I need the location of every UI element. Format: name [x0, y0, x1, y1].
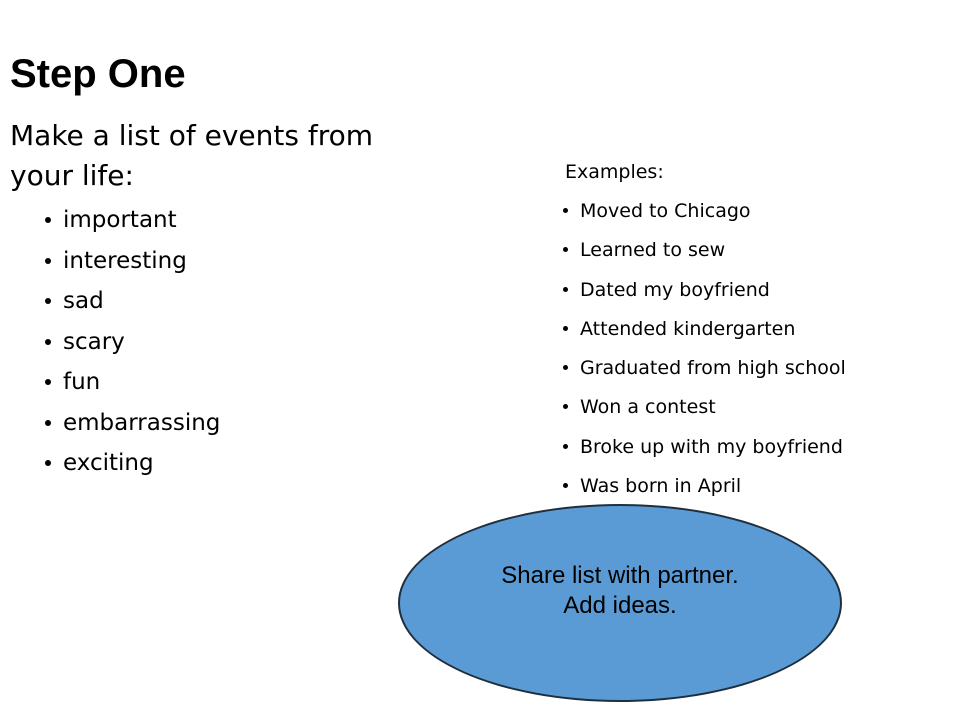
example-item: Dated my boyfriend: [563, 272, 846, 311]
callout-line-2: Add ideas.: [563, 592, 677, 619]
callout-text: Share list with partner. Add ideas.: [501, 561, 738, 645]
examples-label: Examples:: [565, 161, 664, 183]
example-item: Was born in April: [563, 468, 846, 507]
slide-title: Step One: [10, 52, 186, 96]
category-item: exciting: [45, 443, 220, 484]
category-item: embarrassing: [45, 403, 220, 444]
example-item: Learned to sew: [563, 232, 846, 271]
example-item: Attended kindergarten: [563, 311, 846, 350]
category-item: fun: [45, 362, 220, 403]
category-list: important interesting sad scary fun emba…: [45, 200, 220, 484]
category-item: sad: [45, 281, 220, 322]
category-item: interesting: [45, 241, 220, 282]
example-item: Moved to Chicago: [563, 193, 846, 232]
callout-line-1: Share list with partner.: [501, 562, 739, 589]
category-item: important: [45, 200, 220, 241]
callout-ellipse: Share list with partner. Add ideas.: [398, 504, 842, 702]
category-item: scary: [45, 322, 220, 363]
examples-list: Moved to Chicago Learned to sew Dated my…: [563, 193, 846, 507]
example-item: Graduated from high school: [563, 350, 846, 389]
example-item: Broke up with my boyfriend: [563, 429, 846, 468]
example-item: Won a contest: [563, 389, 846, 428]
intro-text: Make a list of events from your life:: [10, 119, 374, 192]
